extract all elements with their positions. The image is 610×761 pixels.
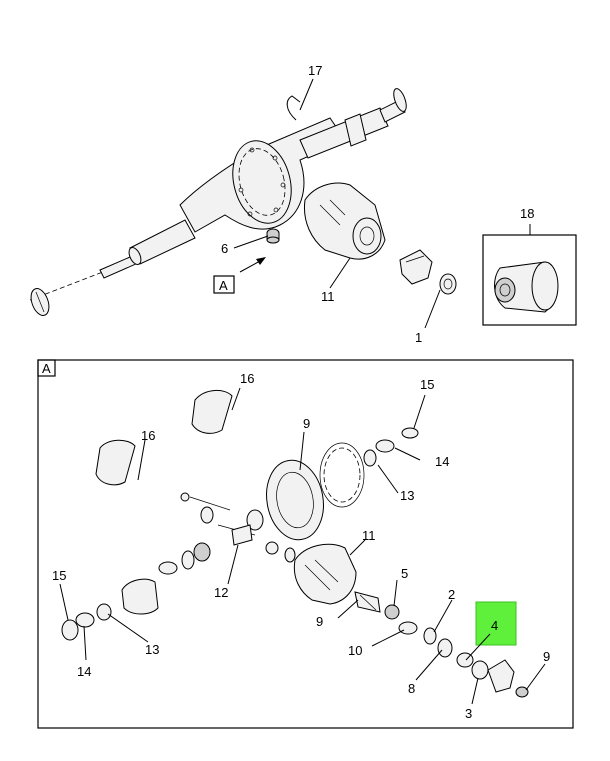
ring-gear: [266, 442, 365, 541]
callout-1[interactable]: 1: [415, 330, 422, 345]
differential-carrier-top: [303, 182, 386, 260]
leader-lines: [59, 78, 546, 705]
callout-8[interactable]: 8: [408, 681, 415, 696]
differential-carrier-detail: [293, 543, 381, 613]
callout-11-a[interactable]: 11: [362, 528, 376, 543]
callout-9-nut[interactable]: 9: [543, 649, 550, 664]
callout-15-right[interactable]: 15: [420, 377, 434, 392]
detail-box-18: [482, 234, 577, 326]
right-bearing-set: [363, 427, 419, 467]
callout-4[interactable]: 4: [491, 618, 498, 633]
axle-housing-assembly: [29, 88, 407, 316]
diff-internals: [158, 492, 296, 575]
callout-16-a[interactable]: 16: [240, 371, 254, 386]
callout-11-top[interactable]: 11: [321, 289, 335, 304]
left-bearing-assembly: [61, 578, 159, 641]
yoke-top: [399, 249, 457, 295]
callout-2[interactable]: 2: [448, 587, 455, 602]
detail-frame-label: A: [42, 361, 51, 376]
highlight-box-4[interactable]: [475, 601, 517, 646]
callout-15-left[interactable]: 15: [52, 568, 66, 583]
callout-14-left[interactable]: 14: [77, 664, 91, 679]
detail-frame-a: A: [37, 359, 574, 729]
view-ref-label: A: [219, 278, 228, 293]
callout-16-b[interactable]: 16: [141, 428, 155, 443]
callout-10[interactable]: 10: [348, 643, 362, 658]
callout-9-ring[interactable]: 9: [303, 416, 310, 431]
callout-6[interactable]: 6: [221, 241, 228, 256]
callouts: 17 18 6 11 1 16 15 9 16 14 13 11 12 5 15…: [52, 63, 550, 721]
callout-3[interactable]: 3: [465, 706, 472, 721]
callout-13-left[interactable]: 13: [145, 642, 159, 657]
callout-12[interactable]: 12: [214, 585, 228, 600]
callout-17[interactable]: 17: [308, 63, 322, 78]
callout-13-right[interactable]: 13: [400, 488, 414, 503]
pinion-parts: [384, 604, 529, 698]
callout-14-right[interactable]: 14: [435, 454, 449, 469]
callout-18[interactable]: 18: [520, 206, 534, 221]
callout-5[interactable]: 5: [401, 566, 408, 581]
view-ref-box: A: [213, 257, 266, 294]
bearing-caps: [95, 390, 233, 486]
callout-9-pinion[interactable]: 9: [316, 614, 323, 629]
